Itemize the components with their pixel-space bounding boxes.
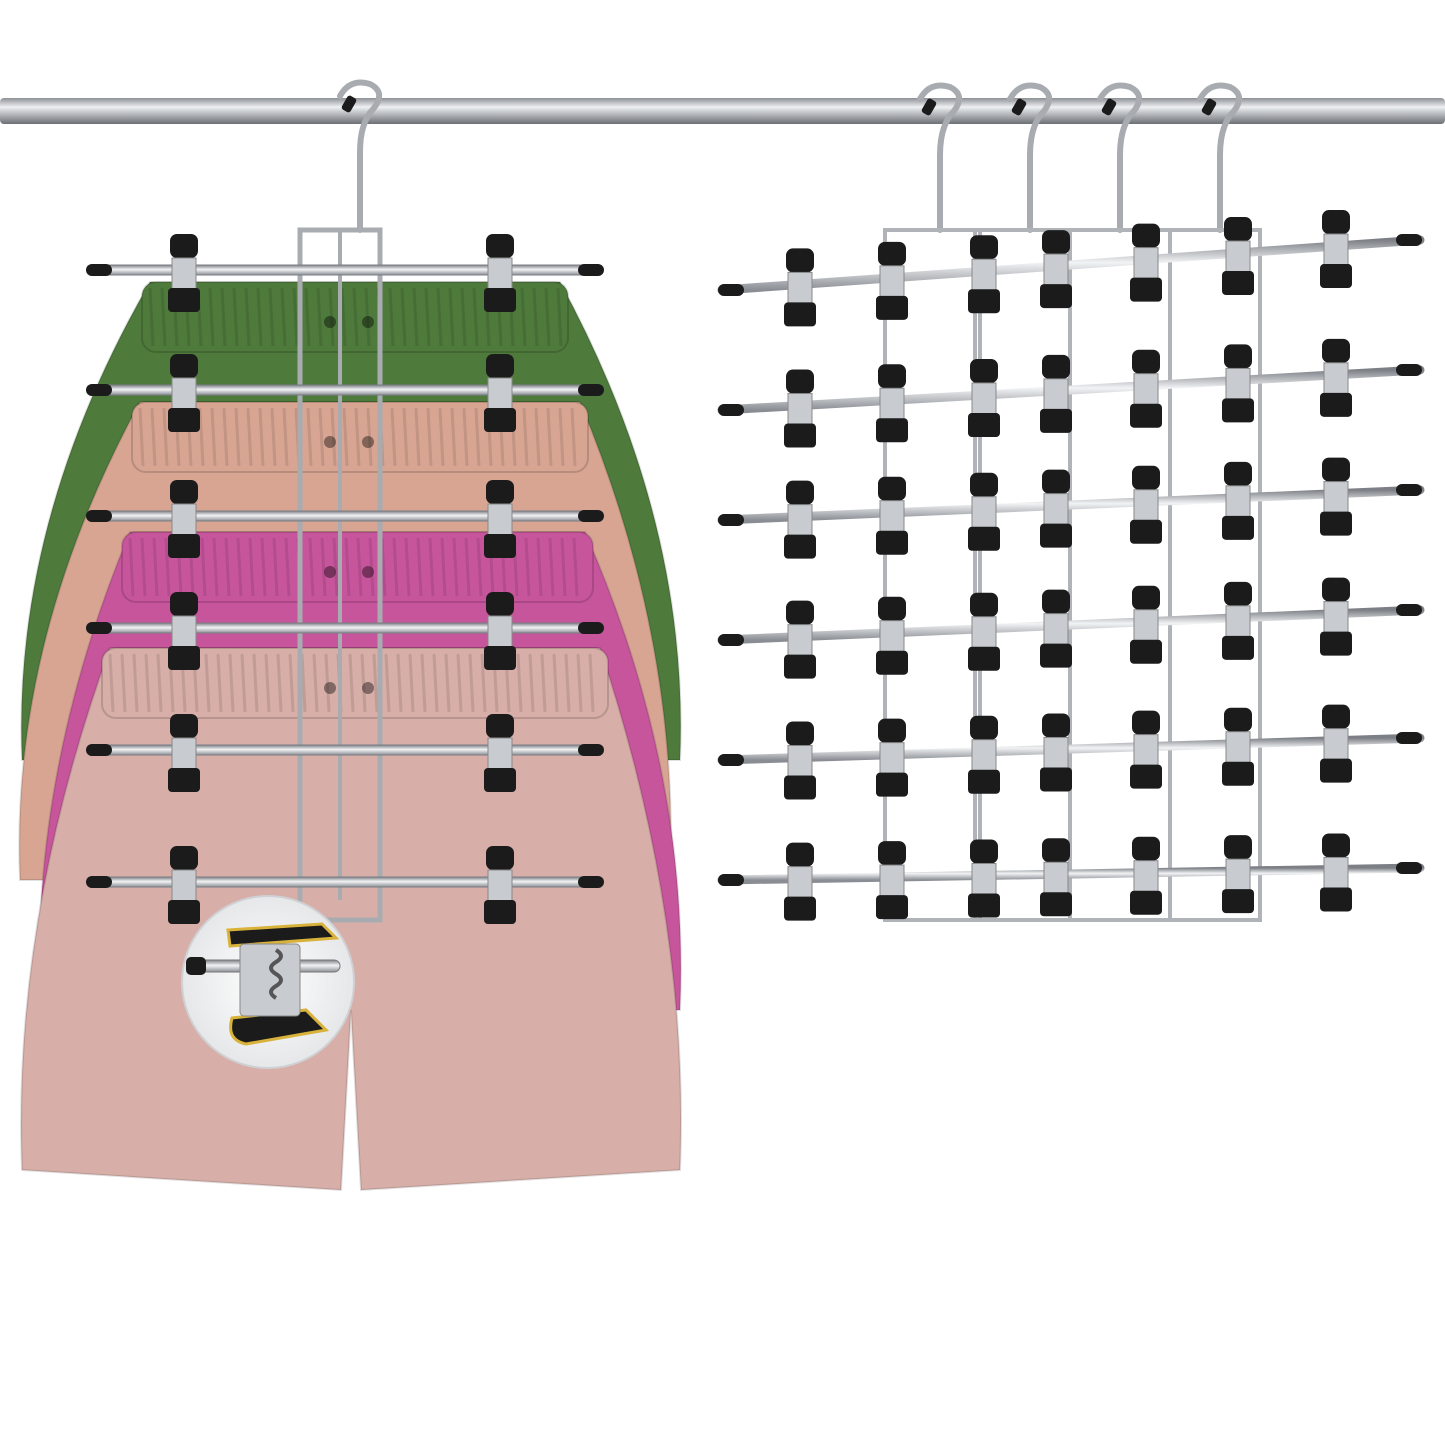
clip bbox=[784, 600, 816, 679]
clip bbox=[784, 480, 816, 559]
hanger-frame bbox=[1168, 228, 1262, 922]
clip bbox=[876, 476, 908, 555]
clip bbox=[1130, 223, 1162, 302]
clip bbox=[968, 235, 1000, 314]
clip bbox=[1320, 833, 1352, 912]
clip bbox=[1320, 577, 1352, 656]
clip bbox=[876, 241, 908, 320]
hanger-hook bbox=[1097, 82, 1143, 233]
shorts-stack bbox=[18, 281, 682, 1192]
clip bbox=[168, 480, 200, 558]
hangers bbox=[86, 79, 1425, 924]
clip bbox=[1040, 838, 1072, 917]
clip bbox=[1040, 230, 1072, 309]
clip bbox=[1320, 457, 1352, 536]
clip bbox=[168, 234, 200, 312]
clip bbox=[1130, 349, 1162, 428]
clip bbox=[784, 842, 816, 921]
clip bbox=[1040, 354, 1072, 433]
clip bbox=[1222, 461, 1254, 540]
clip bbox=[968, 839, 1000, 918]
hanger-bar bbox=[717, 235, 1425, 295]
clip bbox=[484, 354, 516, 432]
clip bbox=[1320, 210, 1352, 289]
hanger-bar bbox=[89, 384, 601, 396]
hanger-bar bbox=[89, 744, 601, 756]
clip bbox=[1130, 585, 1162, 664]
hanger-hook bbox=[917, 82, 963, 233]
clip bbox=[1130, 465, 1162, 544]
clip bbox=[484, 846, 516, 924]
hanger-bar bbox=[717, 605, 1425, 645]
hanger-bar bbox=[89, 264, 601, 276]
hanger-bar bbox=[89, 876, 601, 888]
hanger-frame bbox=[1068, 228, 1172, 922]
clip bbox=[968, 358, 1000, 437]
clip bbox=[484, 714, 516, 792]
clip bbox=[1040, 589, 1072, 668]
clip bbox=[168, 354, 200, 432]
clip bbox=[784, 721, 816, 800]
clip bbox=[168, 846, 200, 924]
clip bbox=[1222, 581, 1254, 660]
clip bbox=[876, 364, 908, 443]
clip bbox=[484, 592, 516, 670]
hanger-hook bbox=[1007, 82, 1053, 233]
clip bbox=[484, 234, 516, 312]
hanger-frame bbox=[973, 228, 1072, 922]
clip bbox=[1222, 835, 1254, 914]
empty-hangers-set bbox=[717, 82, 1425, 922]
clip bbox=[968, 715, 1000, 794]
clip bbox=[1222, 217, 1254, 296]
clip bbox=[876, 841, 908, 920]
main-hanger bbox=[86, 79, 604, 924]
hanger-hook bbox=[1197, 82, 1243, 233]
hanger-bar bbox=[89, 510, 601, 522]
clip bbox=[968, 592, 1000, 671]
closet-rod bbox=[0, 98, 1445, 124]
hanger-frame bbox=[883, 228, 982, 922]
clip bbox=[1040, 713, 1072, 792]
clip bbox=[784, 248, 816, 327]
clip bbox=[1320, 338, 1352, 417]
clip bbox=[1222, 344, 1254, 423]
clip bbox=[168, 714, 200, 792]
hanger-bar bbox=[717, 365, 1425, 415]
clip bbox=[876, 596, 908, 675]
clip bbox=[1320, 704, 1352, 783]
hanger-bar bbox=[89, 622, 601, 634]
clip bbox=[1222, 707, 1254, 786]
hanger-hook bbox=[337, 79, 383, 233]
clip bbox=[168, 592, 200, 670]
hanger-bar bbox=[717, 863, 1425, 885]
clip bbox=[1130, 836, 1162, 915]
clip bbox=[968, 472, 1000, 551]
hanger-bar bbox=[717, 485, 1425, 525]
clip bbox=[876, 718, 908, 797]
clip bbox=[784, 369, 816, 448]
clip bbox=[484, 480, 516, 558]
clip-closeup-icon bbox=[181, 895, 355, 1069]
clip bbox=[1040, 469, 1072, 548]
hanger-bar bbox=[717, 733, 1425, 765]
clip bbox=[1130, 710, 1162, 789]
